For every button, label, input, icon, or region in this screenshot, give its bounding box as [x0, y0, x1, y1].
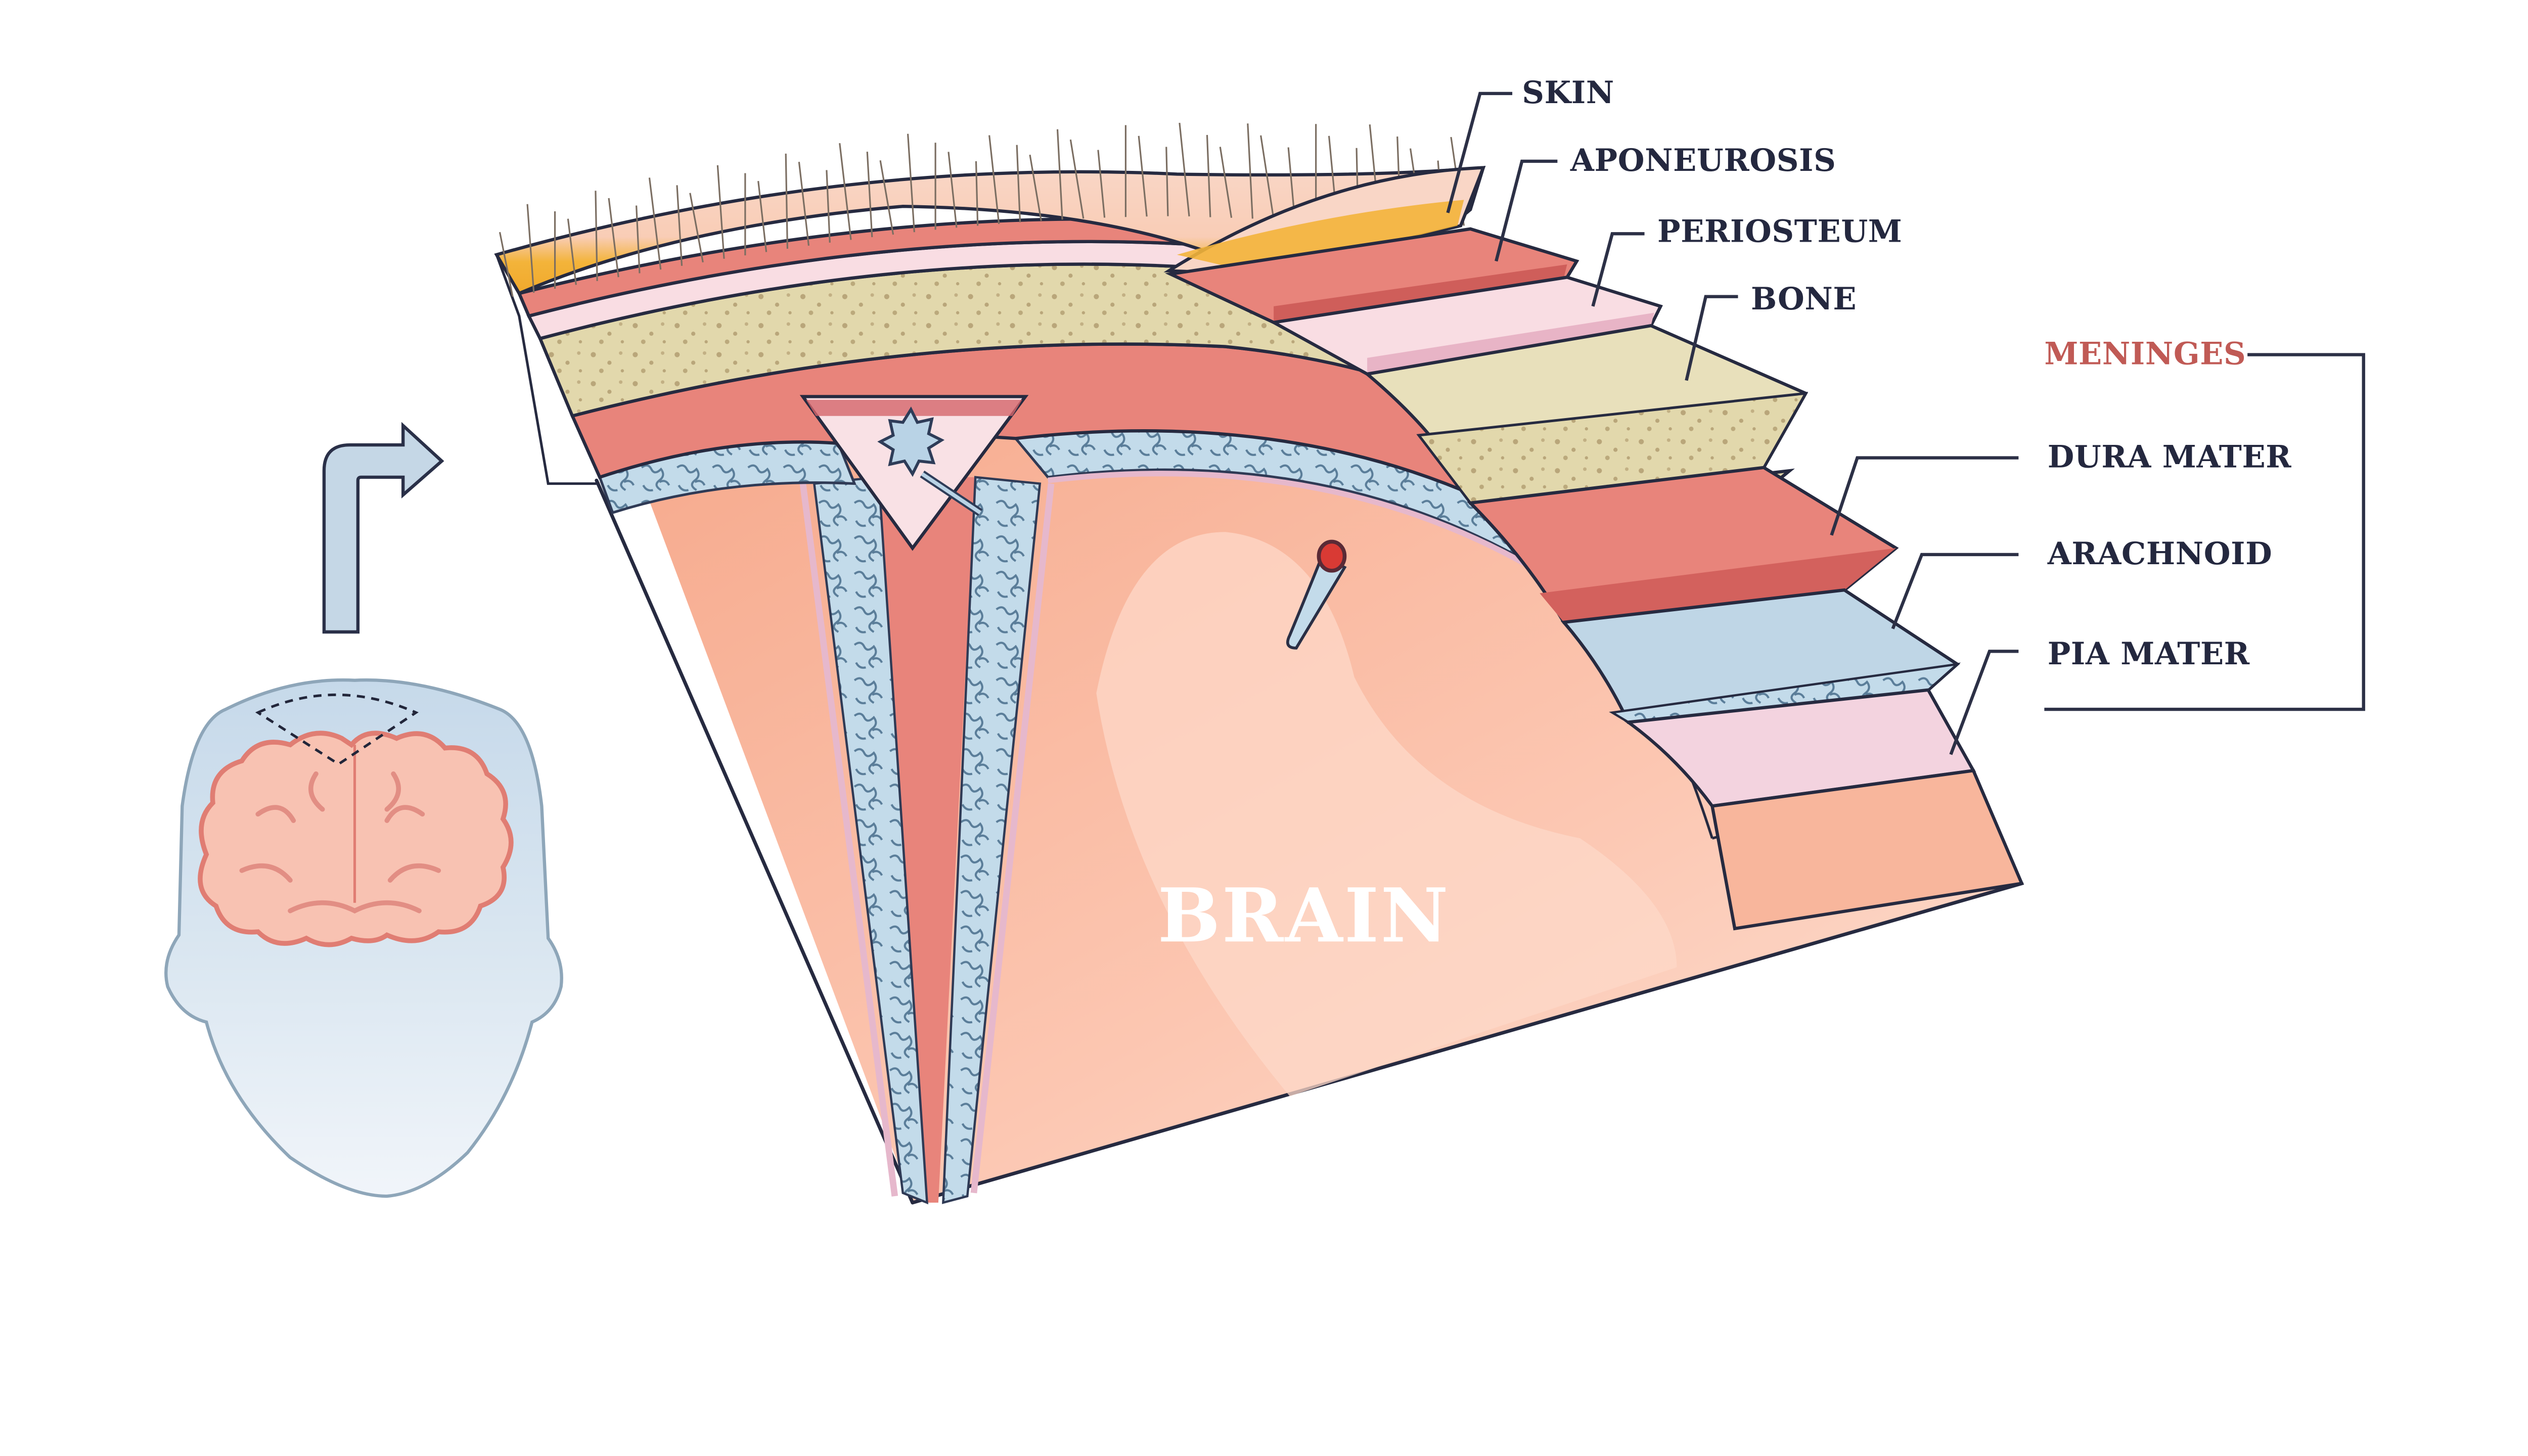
hair-strand: [839, 143, 852, 240]
cross-section: BRAIN: [494, 122, 2024, 1205]
skin-block: [1163, 166, 1486, 276]
hair-strand: [879, 160, 894, 235]
diagram-canvas: BRAIN SKIN APONEUROSIS PERIOSTEUM BONE M…: [164, 75, 2365, 1205]
head-inset: [164, 422, 563, 1198]
hair-strand: [567, 218, 577, 285]
arrow-up-right-icon: [322, 422, 444, 634]
meninges-bracket: [2044, 353, 2365, 711]
label-periosteum: PERIOSTEUM: [1657, 213, 1902, 249]
hair-strand: [676, 185, 683, 266]
label-skin: SKIN: [1522, 75, 1614, 111]
hair-strand: [1056, 129, 1063, 220]
labels: SKIN APONEUROSIS PERIOSTEUM BONE MENINGE…: [1522, 75, 2291, 672]
arachnoid-granulation: [877, 406, 945, 477]
hair-strand: [826, 170, 831, 243]
hair-strand: [636, 205, 641, 274]
meninges-diagram: BRAIN SKIN APONEUROSIS PERIOSTEUM BONE M…: [164, 75, 2365, 1205]
hair-strand: [648, 177, 662, 270]
hair-strand: [907, 133, 915, 233]
hair-strand: [1016, 145, 1021, 222]
hair-strand: [757, 180, 768, 252]
hair-strand: [1219, 147, 1233, 218]
hair-strand: [689, 193, 704, 263]
hair-strand: [1165, 147, 1169, 216]
aponeurosis-block: [1165, 227, 1579, 325]
hair-strand: [1260, 135, 1275, 219]
blood-vessel: [1317, 539, 1347, 573]
hair-strand: [716, 165, 725, 259]
label-meninges: MENINGES: [2044, 336, 2246, 372]
hair-strand: [988, 135, 1000, 224]
hair-strand: [526, 204, 535, 293]
label-pia-mater: PIA MATER: [2048, 636, 2250, 672]
periosteum-block: [1269, 276, 1663, 376]
hair-strand: [1138, 135, 1148, 217]
hair-strand: [785, 153, 788, 249]
hair-strand: [1029, 154, 1042, 221]
hair-strand: [1247, 123, 1253, 219]
brain-label: BRAIN: [1158, 872, 1450, 959]
label-bone: BONE: [1751, 281, 1857, 317]
selection-wedge-outline: [255, 693, 419, 766]
label-arachnoid: ARACHNOID: [2047, 536, 2273, 572]
hair-strand: [798, 161, 810, 246]
label-dura-mater: DURA MATER: [2048, 439, 2292, 475]
brain-icon: [198, 731, 514, 947]
hair-strand: [947, 152, 958, 228]
hair-strand: [595, 191, 598, 281]
hair-strand: [608, 198, 619, 278]
leader-lines: [1446, 92, 2365, 755]
hair-strand: [1206, 134, 1211, 217]
hair-strand: [499, 232, 514, 297]
hair-strand: [1179, 122, 1190, 217]
hair-strand: [1097, 150, 1106, 218]
hair-strand: [1069, 139, 1085, 219]
label-aponeurosis: APONEUROSIS: [1570, 143, 1836, 178]
hair-strand: [866, 151, 873, 238]
hair-strand: [975, 161, 979, 226]
